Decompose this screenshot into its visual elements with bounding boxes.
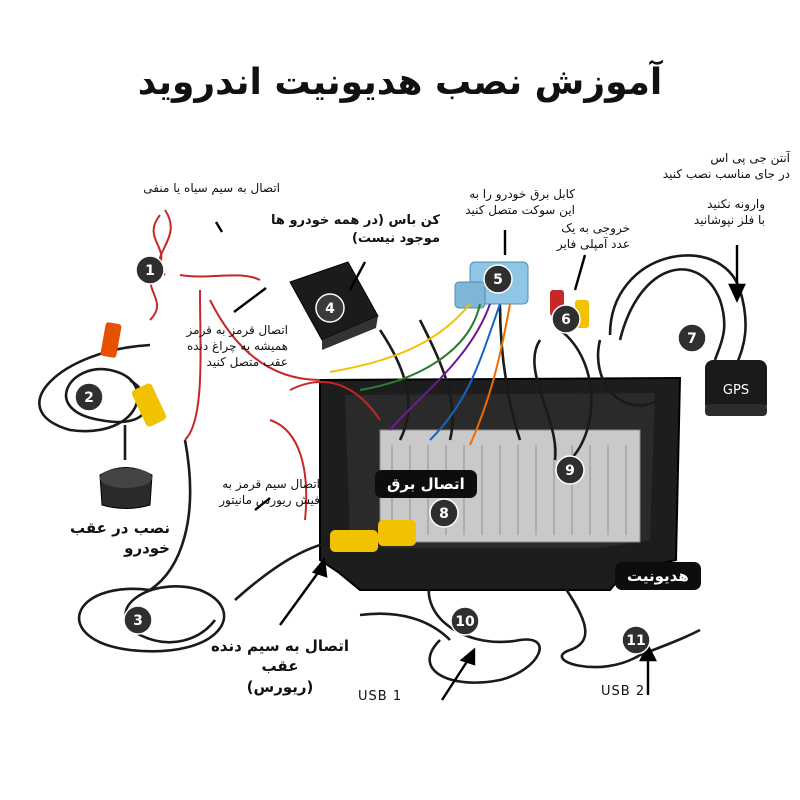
label-power-cable: کابل برق خودرو را به این سوکت متصل کنید <box>465 187 575 218</box>
label-no-metal: وارونه نکنید با فلز نپوشانید <box>693 197 765 228</box>
head-unit <box>319 376 682 591</box>
label-red-monitor: اتصال سیم قرمز به فیش ریورس مانیتور <box>219 477 320 508</box>
label-usb2: USB 2 <box>601 684 646 699</box>
label-ground: اتصال به سیم سیاه یا منفی <box>143 181 280 195</box>
diagram-title: آموزش نصب هدیونیت اندروید <box>137 62 663 103</box>
harness-wires <box>329 303 511 446</box>
label-usb1: USB 1 <box>358 689 403 704</box>
power-harness-connector <box>454 261 529 309</box>
label-red-lamp: اتصال قرمز به قرمز همیشه به چراغ دنده عق… <box>186 323 288 370</box>
label-amp-out: خروجی به یک عدد آمپلی فایر <box>556 221 630 252</box>
rear-camera <box>99 467 153 509</box>
label-gps-antenna: آنتن جی پی اس در جای مناسب نصب کنید <box>662 151 790 182</box>
label-rear-mount: نصب در عقب خودرو <box>70 519 170 558</box>
black-cables <box>38 254 747 684</box>
canbus-box <box>289 261 379 350</box>
label-reverse-wire: اتصال به سیم دنده عقب (ریورس) <box>210 637 350 696</box>
tag-power-connection: اتصال برق <box>375 470 477 498</box>
label-canbus: کن باس (در همه خودرو ها موجود نیست) <box>271 213 440 246</box>
tag-head-unit: هدیونیت <box>615 562 701 590</box>
gps-antenna <box>705 360 767 416</box>
